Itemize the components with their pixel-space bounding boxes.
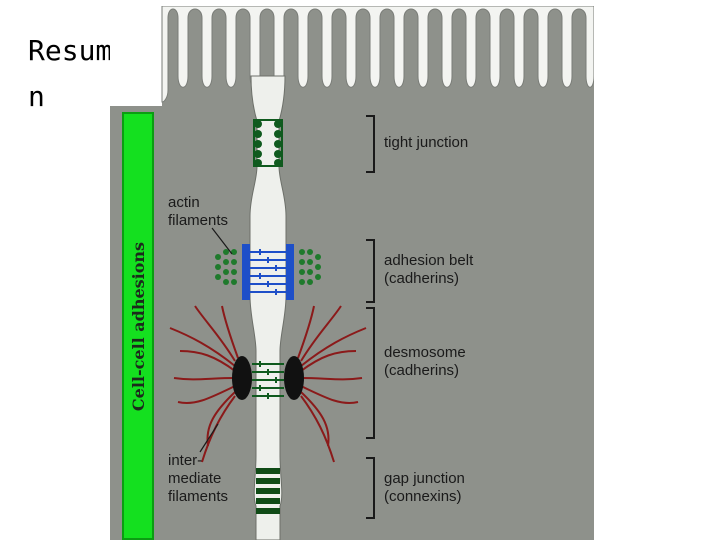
tight-junction-label: tight junction	[384, 134, 469, 151]
microvilli	[161, 6, 594, 103]
intermediate-label: inter- mediate filaments	[168, 452, 229, 505]
green-bar	[122, 112, 154, 540]
actin-label: actin filaments	[168, 194, 229, 229]
adhesion-belt	[215, 244, 321, 300]
tight-junction-strands	[253, 119, 283, 167]
figure-white-corner	[110, 6, 162, 106]
intercellular-space	[249, 75, 287, 540]
actin-pointer	[211, 227, 233, 255]
gap-junction-label: gap junction (connexins)	[384, 470, 465, 505]
cell-junction-figure: Cell-cell adhesions actin filaments inte…	[110, 6, 594, 540]
desmosome-label: desmosome (cadherins)	[384, 344, 466, 379]
junction-diagram	[161, 6, 594, 540]
intermediate-pointer	[199, 423, 219, 453]
actin-dots	[215, 249, 321, 285]
vertical-label: Cell-cell adhesions	[129, 241, 149, 411]
desmosome-plaque-left	[232, 356, 252, 400]
gap-junction-channels	[256, 468, 280, 514]
desmosome-cadherins	[252, 361, 284, 399]
cadherin-links	[250, 249, 286, 295]
desmosome	[169, 305, 367, 463]
desmosome-plaque-right	[284, 356, 304, 400]
adhesion-plaque-right	[286, 244, 294, 300]
junction-brackets	[366, 115, 375, 519]
adhesion-plaque-left	[242, 244, 250, 300]
adhesion-belt-label: adhesion belt (cadherins)	[384, 252, 474, 287]
